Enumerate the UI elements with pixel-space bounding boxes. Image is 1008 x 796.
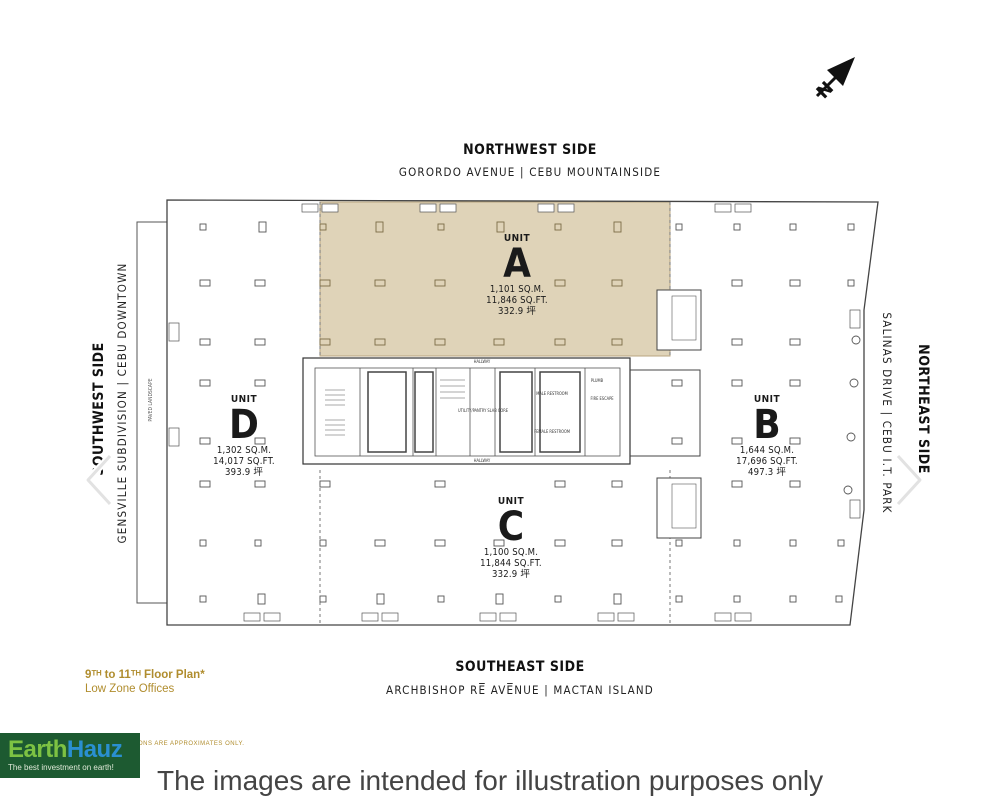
southeast-subtitle: ARCHBISHOP RE̅̅̅ AVE̅̅NUE | MACTAN ISLAN… [386,683,654,697]
utility-label: UTILITY/PANTRY SLAB CORE [458,408,509,413]
male-restroom-label: MALE RESTROOM [536,391,568,396]
svg-text:PAVED LANDSCAPE: PAVED LANDSCAPE [148,378,154,421]
columns [199,221,861,605]
north-arrow-icon: N [813,57,855,103]
floor-plan-legend: 9ᵀᴴ to 11ᵀᴴ Floor Plan* Low Zone Offices [85,669,205,695]
disclaimer-text: ONS ARE APPROXIMATES ONLY. [138,741,245,747]
fire-escape-label: FIRE ESCAPE [590,396,614,401]
unit-a-label[interactable]: UNIT A 1,101 SQ.M. 11,846 SQ.FT. 332.9 坪 [486,233,548,317]
hallway-top-label: HALLWAY [474,359,491,364]
next-arrow-icon[interactable] [890,450,928,510]
footer-caption: The images are intended for illustration… [157,765,824,796]
legend-title: 9ᵀᴴ to 11ᵀᴴ Floor Plan* [85,669,205,681]
hallway-bottom-label: HALLWAY [474,458,491,463]
female-restroom-label: FEMALE RESTROOM [534,429,570,434]
unit-c-label[interactable]: UNIT C 1,100 SQ.M. 11,844 SQ.FT. 332.9 坪 [480,496,542,580]
logo-earth: Earth [8,736,67,763]
floor-plan: PAVED LANDSCAPE HALLWAY HALLWAY MALE RES… [136,199,879,626]
southeast-title: SOUTHEAST SIDE [455,659,585,675]
unit-b-label[interactable]: UNIT B 1,644 SQ.M. 17,696 SQ.FT. 497.3 坪 [736,394,798,478]
earthhauz-logo[interactable]: EarthHauz The best investment on earth! [0,733,140,778]
unit-d-label[interactable]: UNIT D 1,302 SQ.M. 14,017 SQ.FT. 393.9 坪 [213,394,275,478]
northwest-title: NORTHWEST SIDE [463,142,597,158]
prev-arrow-icon[interactable] [80,450,118,510]
logo-hauz: Hauz [66,736,123,763]
legend-subtitle: Low Zone Offices [85,683,175,695]
plumb-label: PLUMB [591,378,604,383]
logo-tagline: The best investment on earth! [8,763,114,772]
northwest-subtitle: GORORDO AVENUE | CEBU MOUNTAINSIDE [398,165,662,179]
